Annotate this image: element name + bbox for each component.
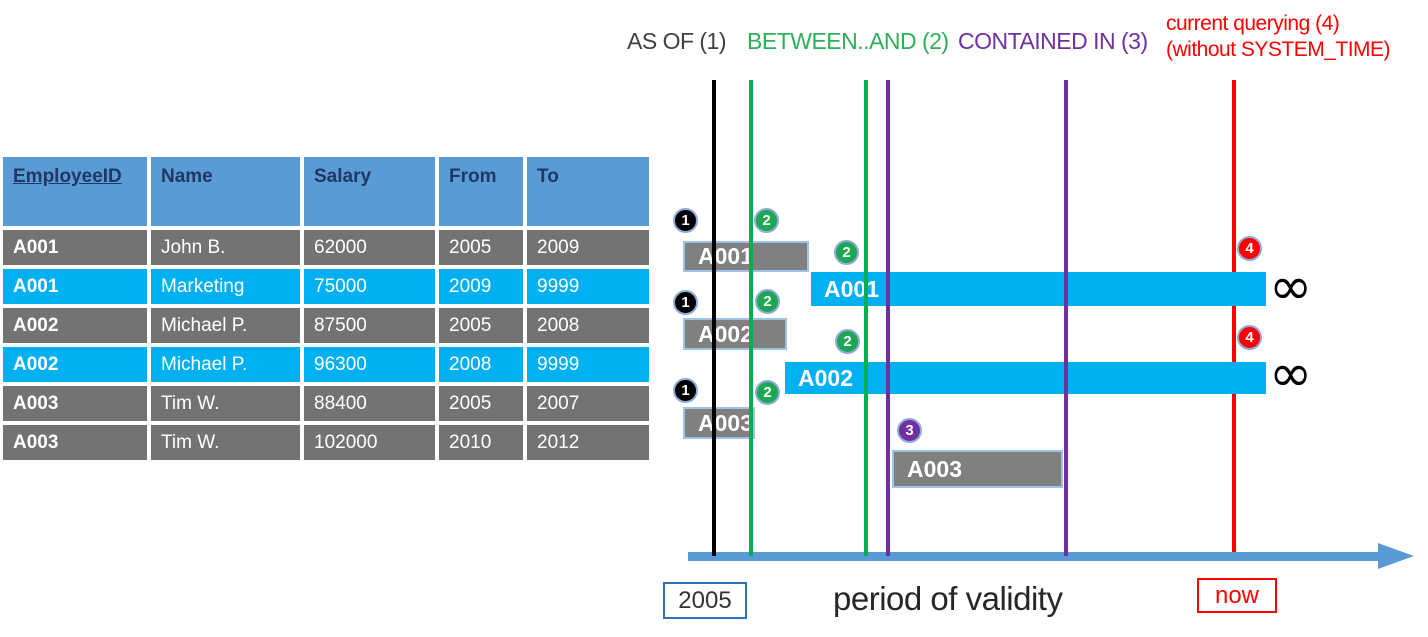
validity-bar-a001: A001 <box>811 272 1266 306</box>
between-start-line <box>749 80 753 556</box>
time-axis-arrowhead-icon <box>1378 543 1414 569</box>
table-cell: A003 <box>3 425 147 460</box>
step-badge-2: 2 <box>755 380 780 405</box>
legend-as-of: AS OF (1) <box>627 28 727 54</box>
step-badge-1: 1 <box>673 290 698 315</box>
table-cell: A003 <box>3 386 147 421</box>
validity-bar-a001: A001 <box>683 241 809 272</box>
table-cell: 2012 <box>527 425 649 460</box>
step-badge-2: 2 <box>755 289 780 314</box>
table-cell: 2008 <box>527 308 649 343</box>
table-cell: Michael P. <box>151 308 300 343</box>
step-badge-2: 2 <box>835 329 860 354</box>
step-badge-4: 4 <box>1237 236 1262 261</box>
validity-bar-a002: A002 <box>683 318 787 350</box>
table-cell: 62000 <box>304 230 435 265</box>
now-line <box>1232 80 1236 556</box>
table-cell: 88400 <box>304 386 435 421</box>
table-cell: 2010 <box>439 425 523 460</box>
validity-bar-label: A003 <box>698 409 753 436</box>
table-cell: Tim W. <box>151 386 300 421</box>
table-cell: 75000 <box>304 269 435 304</box>
table-cell: 96300 <box>304 347 435 382</box>
start-year-box: 2005 <box>663 582 747 619</box>
contained-end-line <box>1064 80 1068 556</box>
validity-bar-a003: A003 <box>683 407 755 439</box>
table-cell: A001 <box>3 230 147 265</box>
now-box: now <box>1197 578 1277 613</box>
table-cell: 9999 <box>527 347 649 382</box>
table-cell: Tim W. <box>151 425 300 460</box>
legend-current-line1: current querying (4) <box>1166 12 1340 35</box>
infinity-symbol: ∞ <box>1269 257 1313 317</box>
table-cell: A002 <box>3 347 147 382</box>
legend-contained-in: CONTAINED IN (3) <box>958 28 1148 54</box>
table-header-cell: EmployeeID <box>3 157 147 226</box>
axis-label: period of validity <box>833 580 1063 617</box>
validity-bar-label: A001 <box>698 243 753 269</box>
legend-current-querying: current querying (4) (without SYSTEM_TIM… <box>1166 11 1391 63</box>
table-cell: 2009 <box>527 230 649 265</box>
validity-bar-a002: A002 <box>785 362 1266 394</box>
as-of-line <box>712 80 716 556</box>
table-cell: A002 <box>3 308 147 343</box>
validity-bar-label: A002 <box>698 320 753 347</box>
table-header-cell: To <box>527 157 649 226</box>
legend-between-and: BETWEEN..AND (2) <box>747 28 949 54</box>
table-cell: 2005 <box>439 308 523 343</box>
table-cell: Michael P. <box>151 347 300 382</box>
table-cell: Marketing <box>151 269 300 304</box>
validity-bar-label: A003 <box>907 455 962 482</box>
step-badge-4: 4 <box>1237 325 1262 350</box>
validity-bar-label: A001 <box>824 275 879 302</box>
table-cell: 9999 <box>527 269 649 304</box>
step-badge-2: 2 <box>754 208 779 233</box>
infinity-symbol: ∞ <box>1269 344 1313 404</box>
validity-bar-label: A002 <box>798 364 853 391</box>
table-header-cell: From <box>439 157 523 226</box>
table-cell: 2009 <box>439 269 523 304</box>
table-cell: 2005 <box>439 230 523 265</box>
table-header-cell: Salary <box>304 157 435 226</box>
table-cell: 2007 <box>527 386 649 421</box>
table-cell: 2008 <box>439 347 523 382</box>
table-cell: John B. <box>151 230 300 265</box>
table-cell: 2005 <box>439 386 523 421</box>
contained-start-line <box>886 80 890 556</box>
between-end-line <box>864 80 868 556</box>
validity-bar-a003: A003 <box>892 450 1063 488</box>
step-badge-1: 1 <box>673 378 698 403</box>
table-cell: A001 <box>3 269 147 304</box>
step-badge-1: 1 <box>673 208 698 233</box>
table-cell: 87500 <box>304 308 435 343</box>
time-axis <box>688 552 1380 561</box>
step-badge-3: 3 <box>897 418 922 443</box>
table-header-cell: Name <box>151 157 300 226</box>
step-badge-2: 2 <box>834 240 859 265</box>
legend-current-line2: (without SYSTEM_TIME) <box>1166 38 1391 61</box>
table-cell: 102000 <box>304 425 435 460</box>
